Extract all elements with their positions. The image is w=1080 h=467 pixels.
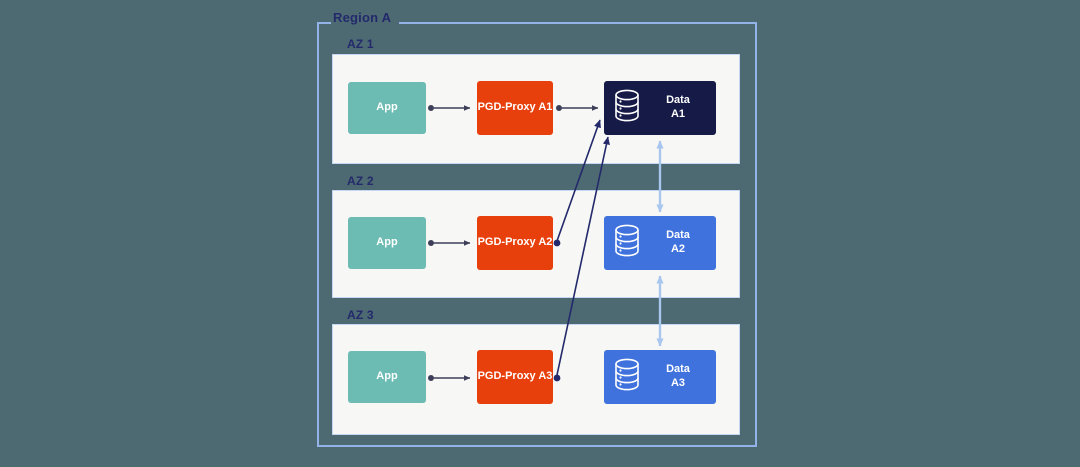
- node-pgd-proxy-az1[interactable]: PGD-Proxy A1: [477, 81, 553, 135]
- node-app-az2-label: App: [376, 236, 398, 249]
- node-pgd-proxy-az1-label: PGD-Proxy A1: [477, 101, 553, 114]
- region-border-top-right: [399, 22, 757, 24]
- region-label: Region A: [333, 10, 392, 25]
- node-app-az1[interactable]: App: [348, 82, 426, 134]
- node-pgd-proxy-az3[interactable]: PGD-Proxy A3: [477, 350, 553, 404]
- node-app-az3-label: App: [376, 370, 398, 383]
- node-pgd-proxy-az2[interactable]: PGD-Proxy A2: [477, 216, 553, 270]
- node-app-az1-label: App: [376, 101, 398, 114]
- database-icon: [612, 357, 642, 398]
- region-container: [317, 22, 757, 447]
- region-border-top-left: [317, 22, 331, 24]
- az-label-3: AZ 3: [347, 308, 374, 322]
- node-pgd-proxy-az3-label: PGD-Proxy A3: [477, 370, 553, 383]
- az-label-1: AZ 1: [347, 37, 374, 51]
- database-icon: [612, 223, 642, 264]
- node-pgd-proxy-az2-label: PGD-Proxy A2: [477, 236, 553, 249]
- node-app-az3[interactable]: App: [348, 351, 426, 403]
- node-app-az2[interactable]: App: [348, 217, 426, 269]
- az-label-2: AZ 2: [347, 174, 374, 188]
- database-icon: [612, 88, 642, 129]
